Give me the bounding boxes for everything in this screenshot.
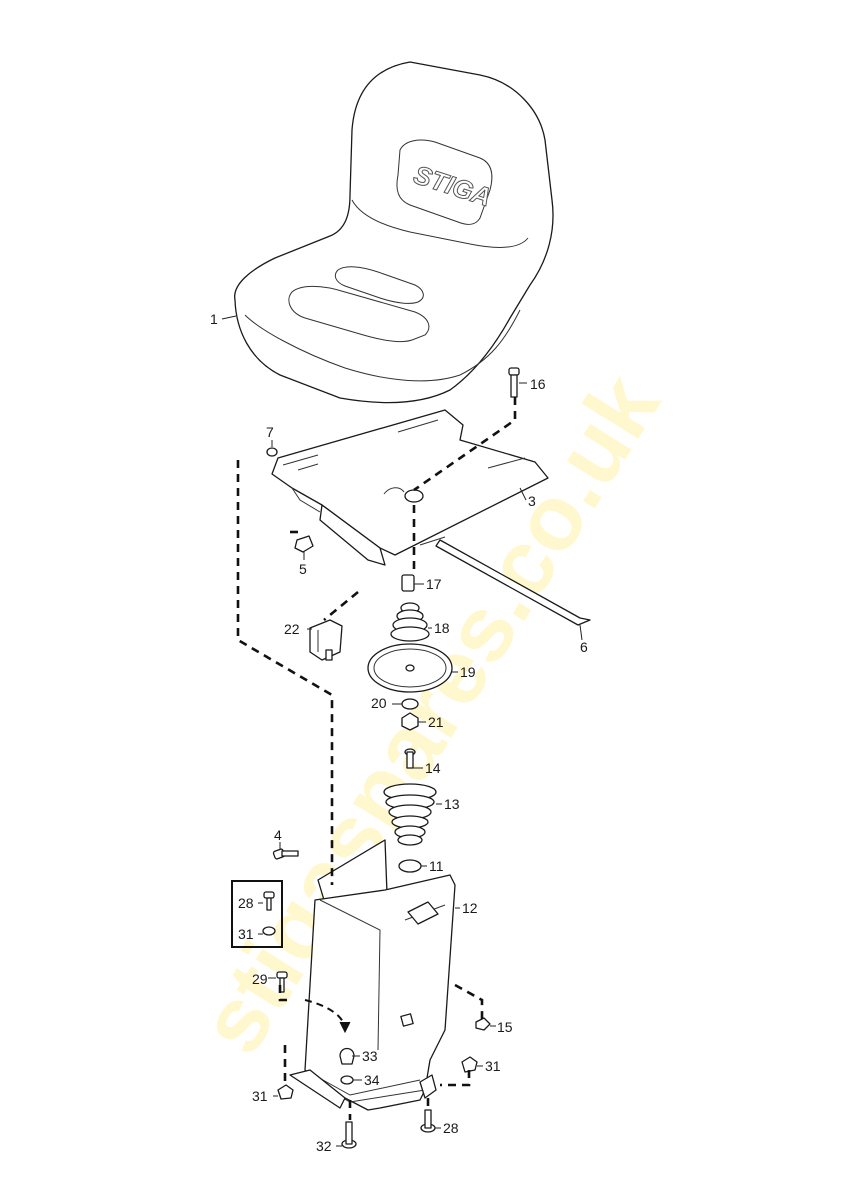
nut-21 bbox=[401, 712, 419, 731]
label-32: 32 bbox=[316, 1138, 332, 1154]
label-6: 6 bbox=[580, 639, 588, 655]
bolt-28-box bbox=[263, 891, 275, 911]
nut-5 bbox=[294, 535, 314, 553]
seat-plate bbox=[271, 409, 549, 566]
spring-13 bbox=[383, 783, 437, 846]
washer-20 bbox=[401, 698, 419, 710]
spring-18 bbox=[390, 602, 430, 642]
label-16: 16 bbox=[530, 376, 546, 392]
label-15: 15 bbox=[497, 1019, 513, 1035]
label-22: 22 bbox=[284, 621, 300, 637]
label-4: 4 bbox=[274, 827, 282, 843]
switch-22 bbox=[309, 619, 343, 661]
label-14: 14 bbox=[425, 760, 441, 776]
nut-7 bbox=[266, 447, 278, 457]
bolt-28-bottom bbox=[420, 1109, 436, 1133]
assembly-lines bbox=[236, 397, 517, 1120]
label-19: 19 bbox=[460, 664, 476, 680]
label-5: 5 bbox=[299, 561, 307, 577]
nut-15 bbox=[475, 1017, 491, 1031]
washer-31-box bbox=[262, 926, 276, 936]
label-31b: 31 bbox=[485, 1058, 501, 1074]
bolt-16 bbox=[508, 367, 520, 398]
label-21: 21 bbox=[428, 714, 444, 730]
label-18: 18 bbox=[434, 620, 450, 636]
spacer-17 bbox=[401, 574, 415, 592]
kit-box bbox=[231, 880, 283, 948]
bolt-4 bbox=[272, 848, 299, 860]
rod bbox=[435, 539, 591, 626]
label-28b: 28 bbox=[443, 1120, 459, 1136]
label-13: 13 bbox=[444, 796, 460, 812]
disc-19 bbox=[367, 643, 453, 693]
label-31c: 31 bbox=[252, 1088, 268, 1104]
washer-34 bbox=[340, 1075, 354, 1085]
label-28a: 28 bbox=[238, 895, 254, 911]
washer-11 bbox=[398, 859, 422, 873]
nut-31-left bbox=[277, 1084, 294, 1100]
label-11: 11 bbox=[429, 858, 444, 874]
label-34: 34 bbox=[364, 1072, 380, 1088]
label-33: 33 bbox=[362, 1048, 378, 1064]
label-7: 7 bbox=[266, 424, 274, 440]
label-31a: 31 bbox=[238, 926, 254, 942]
label-20: 20 bbox=[371, 695, 387, 711]
label-1: 1 bbox=[210, 311, 218, 327]
bolt-32 bbox=[341, 1121, 357, 1149]
label-12: 12 bbox=[462, 900, 478, 916]
label-17: 17 bbox=[426, 576, 442, 592]
seat: STIGA bbox=[234, 61, 554, 404]
nut-31-right bbox=[461, 1056, 478, 1073]
label-29: 29 bbox=[252, 971, 268, 987]
leader-lines bbox=[221, 315, 583, 1147]
label-3: 3 bbox=[528, 493, 536, 509]
plug-33 bbox=[339, 1047, 355, 1065]
bolt-14 bbox=[404, 748, 416, 769]
